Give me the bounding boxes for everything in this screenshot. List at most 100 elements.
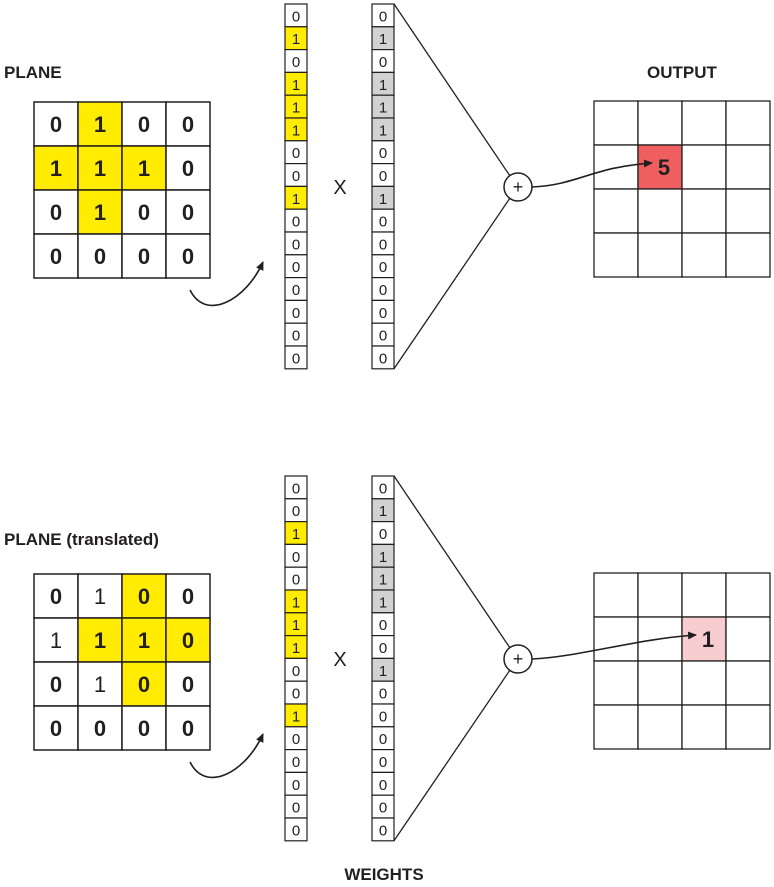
output-cell xyxy=(725,660,771,706)
plane-cell xyxy=(33,661,79,707)
plane-cell-value: 0 xyxy=(94,716,106,741)
weights-vector-value: 0 xyxy=(379,350,387,367)
plane-cell-value: 0 xyxy=(182,672,194,697)
input-vector-value: 0 xyxy=(292,754,300,771)
input-vector-value: 0 xyxy=(292,350,300,367)
plane-cell-value: 1 xyxy=(50,156,62,181)
multiply-sign: X xyxy=(333,649,346,671)
output-cell xyxy=(593,188,639,234)
plane-cell-value: 0 xyxy=(50,672,62,697)
output-cell xyxy=(593,232,639,278)
plane-cell xyxy=(77,145,123,191)
weights-vector-value: 1 xyxy=(379,100,387,117)
plane-cell-value: 0 xyxy=(138,200,150,225)
weights-vector-cell xyxy=(371,817,395,842)
input-vector-value: 1 xyxy=(292,191,300,208)
plane-cell xyxy=(165,189,211,235)
input-vector-value: 1 xyxy=(292,100,300,117)
weights-vector-cell xyxy=(371,345,395,370)
multiply-sign: X xyxy=(333,177,346,199)
plane-cell-value: 0 xyxy=(50,200,62,225)
plane-to-vector-arrow xyxy=(189,261,264,307)
sum-to-output-arrow xyxy=(531,159,653,188)
input-vector-value: 1 xyxy=(292,31,300,48)
plane-cell xyxy=(165,573,211,619)
plane-cell-value: 0 xyxy=(50,716,62,741)
plane-cell xyxy=(77,661,123,707)
input-vector-value: 1 xyxy=(292,77,300,94)
plane-cell-value: 0 xyxy=(138,112,150,137)
output-cell xyxy=(593,704,639,750)
input-vector-value: 0 xyxy=(292,663,300,680)
input-vector-value: 0 xyxy=(292,503,300,520)
plane-translated-label: PLANE (translated) xyxy=(4,530,159,549)
plane-cell xyxy=(33,233,79,279)
sum-symbol: + xyxy=(513,177,524,197)
input-vector-value: 0 xyxy=(292,214,300,231)
output-cell xyxy=(725,100,771,146)
weights-label: WEIGHTS xyxy=(344,865,423,884)
plane-cell-value: 0 xyxy=(94,244,106,269)
weights-vector-value: 0 xyxy=(379,214,387,231)
input-vector-value: 0 xyxy=(292,305,300,322)
output-cell xyxy=(725,704,771,750)
plane-cell-value: 0 xyxy=(182,244,194,269)
plane-cell xyxy=(33,617,79,663)
plane-cell-value: 0 xyxy=(182,584,194,609)
plane-cell xyxy=(33,705,79,751)
plane-to-vector-arrow xyxy=(189,733,264,779)
weights-vector-value: 1 xyxy=(379,77,387,94)
plane-cell xyxy=(77,233,123,279)
input-vector-value: 1 xyxy=(292,122,300,139)
plane-cell-value: 0 xyxy=(182,716,194,741)
weights-vector-value: 0 xyxy=(379,526,387,543)
plane-cell-value: 1 xyxy=(94,112,106,137)
output-cell xyxy=(637,100,683,146)
input-vector-value: 0 xyxy=(292,54,300,71)
weights-vector-value: 0 xyxy=(379,236,387,253)
output-cell xyxy=(681,232,727,278)
weights-vector-value: 1 xyxy=(379,191,387,208)
plane-cell-value: 1 xyxy=(94,584,106,609)
output-cell xyxy=(681,704,727,750)
input-vector-value: 0 xyxy=(292,731,300,748)
weights-vector-value: 0 xyxy=(379,305,387,322)
weights-vector-value: 1 xyxy=(379,122,387,139)
weights-vector-value: 1 xyxy=(379,572,387,589)
plane-cell xyxy=(165,617,211,663)
weights-vector-value: 0 xyxy=(379,168,387,185)
output-cell xyxy=(681,100,727,146)
weights-vector-value: 0 xyxy=(379,822,387,839)
output-value: 5 xyxy=(658,155,670,180)
weights-vector-value: 0 xyxy=(379,8,387,25)
weights-vector-value: 0 xyxy=(379,145,387,162)
input-vector-value: 0 xyxy=(292,328,300,345)
output-cell xyxy=(593,660,639,706)
input-vector-value: 0 xyxy=(292,777,300,794)
input-vector-value: 0 xyxy=(292,282,300,299)
plane-cell xyxy=(165,233,211,279)
plane-cell-value: 0 xyxy=(50,584,62,609)
plane-label: PLANE xyxy=(4,63,62,82)
sum-line-bottom xyxy=(393,669,511,842)
input-vector-cell xyxy=(284,817,308,842)
weights-vector-value: 0 xyxy=(379,54,387,71)
plane-cell xyxy=(165,661,211,707)
plane-cell xyxy=(121,705,167,751)
plane-cell-value: 0 xyxy=(50,244,62,269)
sum-line-bottom xyxy=(393,197,511,370)
sum-line-top xyxy=(393,475,511,649)
output-cell xyxy=(725,572,771,618)
output-cell xyxy=(681,188,727,234)
plane-cell-value: 0 xyxy=(182,200,194,225)
input-vector-value: 0 xyxy=(292,168,300,185)
plane-cell-value: 1 xyxy=(94,156,106,181)
input-vector-value: 0 xyxy=(292,480,300,497)
weights-vector-value: 0 xyxy=(379,777,387,794)
weights-vector-value: 0 xyxy=(379,259,387,276)
input-vector-value: 1 xyxy=(292,526,300,543)
plane-cell-value: 0 xyxy=(182,628,194,653)
output-cell xyxy=(681,660,727,706)
